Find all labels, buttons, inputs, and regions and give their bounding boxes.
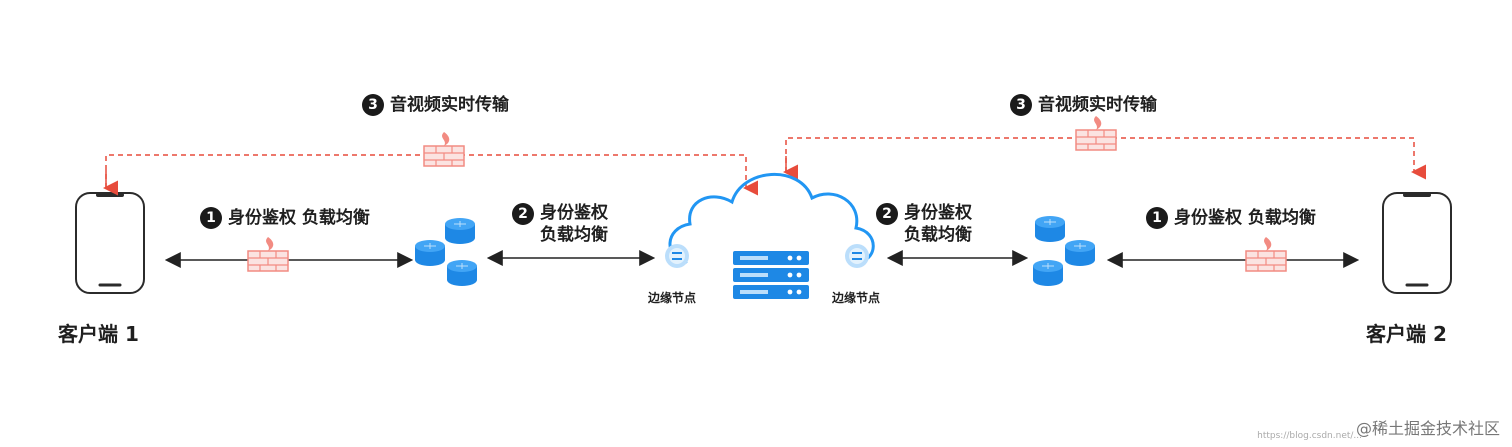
step1-label-left: 1 身份鉴权 负载均衡 bbox=[200, 203, 370, 229]
step-number-badge: 2 bbox=[876, 203, 898, 225]
step-number-badge: 1 bbox=[1146, 207, 1168, 229]
firewall-icon-top-right bbox=[1075, 115, 1117, 151]
step-number-badge: 3 bbox=[1010, 94, 1032, 116]
step-text-line1: 身份鉴权 bbox=[540, 203, 608, 223]
step-number-badge: 3 bbox=[362, 94, 384, 116]
step3-label-right: 3 音视频实时传输 bbox=[1010, 90, 1157, 116]
phone-icon-left bbox=[75, 192, 145, 294]
watermark: @稀土掘金技术社区 bbox=[1355, 419, 1500, 438]
step-text: 音视频实时传输 bbox=[1038, 95, 1157, 115]
database-icon bbox=[414, 239, 446, 267]
edge-node-label-left: 边缘节点 bbox=[648, 291, 697, 305]
edge-node-icon-left bbox=[665, 244, 689, 268]
edge-node-icon-right bbox=[845, 244, 869, 268]
step-number-badge: 1 bbox=[200, 207, 222, 229]
watermark-url: https://blog.csdn.net/... bbox=[1257, 431, 1362, 441]
phone-icon-right bbox=[1382, 192, 1452, 294]
edge-node-label-right: 边缘节点 bbox=[832, 291, 881, 305]
step2-label-left: 2 身份鉴权负载均衡 bbox=[512, 202, 608, 246]
step-text-line1: 身份鉴权 bbox=[904, 203, 972, 223]
database-icon bbox=[1064, 239, 1096, 267]
server-icon bbox=[733, 251, 809, 299]
firewall-icon-top-left bbox=[423, 131, 465, 167]
step-text: 音视频实时传输 bbox=[390, 95, 509, 115]
cloud-icon bbox=[668, 173, 875, 264]
client-label-right: 客户端 2 bbox=[1366, 322, 1447, 346]
firewall-icon-right bbox=[1245, 236, 1287, 272]
step1-label-right: 1 身份鉴权 负载均衡 bbox=[1146, 203, 1316, 229]
step-text-line2: 负载均衡 bbox=[540, 225, 608, 245]
database-icon bbox=[444, 217, 476, 245]
database-icon bbox=[1034, 215, 1066, 243]
step-text: 身份鉴权 负载均衡 bbox=[1174, 208, 1316, 228]
step-text: 身份鉴权 负载均衡 bbox=[228, 208, 370, 228]
database-icon bbox=[446, 259, 478, 287]
step-text-line2: 负载均衡 bbox=[904, 225, 972, 245]
dashed-path-right bbox=[785, 137, 1426, 180]
step-number-badge: 2 bbox=[512, 203, 534, 225]
firewall-icon-left bbox=[247, 236, 289, 272]
database-icon bbox=[1032, 259, 1064, 287]
client-label-left: 客户端 1 bbox=[58, 322, 139, 346]
step3-label-left: 3 音视频实时传输 bbox=[362, 90, 509, 116]
step2-label-right: 2 身份鉴权负载均衡 bbox=[876, 202, 972, 246]
